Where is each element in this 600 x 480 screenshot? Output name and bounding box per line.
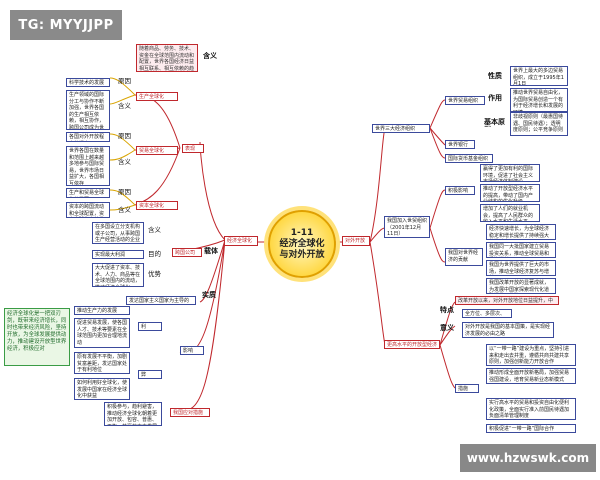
- contribution-3: 我国为世界提供了巨大的市场，推动全球经济复苏与增长: [486, 260, 556, 276]
- con-1: 原有发展不平衡，加剧贫富差距，发达国家处于有利地位: [74, 352, 130, 374]
- impact-node: 影响: [180, 346, 204, 355]
- label-meaning: 含义: [203, 52, 217, 60]
- con-2: 如何利用好全球化，使发展中国家在经济全球化中获益: [74, 378, 130, 400]
- china-contribution: 我国对世界经济的贡献: [445, 248, 483, 266]
- response-node: 我国应对措施: [170, 408, 210, 417]
- label-meaning-2: 含义: [118, 102, 131, 110]
- label-reason-2: 原因: [118, 132, 131, 140]
- label-meaning-4: 含义: [118, 206, 131, 214]
- positive-3: 增加了人们的就业机会，提高了人民群众的收入水平和生活水平: [480, 204, 540, 222]
- feature-top: 改革开放以来，对外开放地位日益提升，中国特色社会主义的鲜明标识: [455, 296, 559, 305]
- china-joins-wto: 我国加入世贸组织（2001年12月11日）: [384, 216, 430, 238]
- globalization-meaning: 随着商品、劳务、技术、资金在全球范围内流动和配置，世界各国经济日益相互联系、相互…: [136, 44, 198, 72]
- tnc-node: 跨国公司: [172, 248, 202, 257]
- label-reason-1: 原因: [118, 77, 131, 85]
- center-line-2: 经济全球化: [279, 238, 325, 249]
- positive-2: 推动了开放型经济水平的提高，带动了国内产业结构的优化升级: [480, 184, 540, 202]
- label-nature: 性质: [488, 72, 502, 80]
- wto-role: 推动世界贸易自由化，为国际贸易创造一个有利于经济增长和发展的环境: [510, 88, 568, 112]
- positive-impact: 积极影响: [445, 186, 475, 195]
- con-node: 弊: [138, 370, 162, 379]
- telegram-badge: TG: MYYJJPP: [10, 10, 122, 40]
- pro-1: 推动生产力的发展: [74, 306, 130, 315]
- imf-node: 国际货币基金组织: [445, 154, 493, 163]
- label-essence: 实质: [202, 291, 216, 299]
- response-detail: 积极参与，趋利避害，推动经济全球化朝着更加开放、包容、普惠、平衡、共赢的方向发展: [104, 402, 162, 426]
- link-right-new: [439, 301, 456, 389]
- side-note: 经济全球化是一把双刃剑，既带来经济增长，同时也带来经济风险，坚持开放，为全球发展…: [4, 308, 70, 366]
- link-right-wto: [429, 99, 446, 159]
- wto-node: 世界贸易组织: [445, 96, 485, 105]
- expression-node: 表现: [182, 144, 204, 153]
- link-left-spine: [177, 141, 226, 413]
- branch-globalization: 经济全球化: [224, 236, 258, 246]
- label-goal: 目的: [148, 250, 161, 258]
- significance-node: 对外开放是我国的基本国策，是实现经济发展的必由之路: [462, 322, 554, 338]
- central-topic: 1-11 经济全球化 与对外开放: [268, 210, 336, 278]
- world-bank: 世界银行: [445, 140, 475, 149]
- label-reason-3: 原因: [118, 188, 131, 196]
- tnc-goal: 实现最大利润: [92, 250, 144, 259]
- tech-development: 科学技术的发展: [66, 78, 110, 87]
- contribution-4: 我国改革开放的显著成就，为发展中国家探索现代化道路提供了借鉴: [486, 278, 556, 294]
- production-globalization: 生产全球化: [136, 92, 178, 101]
- link-right-spine: [369, 127, 386, 346]
- center-line-3: 与对外开放: [279, 249, 325, 260]
- measure-1: 以“一带一路”建设为重点，坚持引进来和走出去并重，遵循共商共建共享原则，加强创新…: [486, 344, 576, 366]
- capital-meaning: 资本的跨国流动和全球配置，资本全球化空前发展: [66, 202, 110, 218]
- contribution-2: 我国同一大批国家建立贸易投资关系，推动全球贸易和投资增长: [486, 242, 556, 258]
- capital-reason: 生产和贸易全球化的需要: [66, 188, 110, 198]
- three-economic-orgs: 世界三大经济组织: [372, 124, 430, 133]
- new-open-economy: 更高水平的开放型经济新体制: [384, 340, 440, 349]
- label-feature: 特点: [440, 306, 454, 314]
- positive-1: 赢得了更加有利的国际环境，促进了社会主义市场经济体制建设: [480, 164, 540, 182]
- center-line-1: 1-11: [290, 227, 314, 238]
- link-expr-gold: [109, 77, 136, 211]
- trade-reason: 各国对外开放程度的提高: [66, 132, 110, 142]
- wto-nature: 世界上最大的多边贸易组织，成立于1995年1月1日: [510, 66, 568, 86]
- trade-meaning: 世界各国在数量和范围上越来越多地参与国际贸易，世界市场日益扩大，各国相互依存: [66, 146, 110, 186]
- globalization-essence: 发达国家主义国家为主导的: [126, 296, 196, 305]
- label-significance: 意义: [440, 324, 454, 332]
- link-right-china: [429, 189, 446, 263]
- measure-2: 推动形成全面开放新格局，加强贸易强国建设，培育贸易新业态新模式: [486, 368, 576, 384]
- label-meaning-5: 含义: [148, 226, 161, 234]
- production-meaning: 生产领域的国际分工与协作不断加强，世界各国的生产相互依赖，相互协作，跨国公司成为…: [66, 90, 110, 130]
- label-carrier: 载体: [204, 247, 218, 255]
- label-principle: 基本原则: [484, 118, 505, 127]
- pro-2: 促进贸易发展，使各国人才、技术等要素在全球范围内更加合理地流动: [74, 318, 130, 348]
- tnc-meaning: 在多国设立分支机构或子公司，从事跨国生产经营活动的企业: [92, 222, 144, 244]
- pro-node: 利: [138, 322, 162, 331]
- feature-1: 全方位、多层次、宽领域: [462, 309, 512, 318]
- capital-globalization: 资本全球化: [136, 201, 178, 210]
- branch-opening-up: 对外开放: [342, 236, 370, 246]
- tnc-advantage: 大大促进了资本、技术、人力、商品等在全球范围内的流动，推动经济全球化: [92, 263, 144, 287]
- wto-principle: 非歧视原则（最惠国待遇、国民待遇）；透明度原则；公平竞争原则: [510, 112, 568, 136]
- trade-globalization: 贸易全球化: [136, 146, 178, 155]
- label-role: 作用: [488, 94, 502, 102]
- watermark: www.hzwswk.com: [460, 444, 596, 472]
- label-advantage: 优势: [148, 270, 161, 278]
- measure-3: 实行高水平的贸易和投资自由化便利化政策，全面实行准入前国民待遇加负面清单管理制度: [486, 398, 576, 420]
- contribution-1: 经济快速增长，为全球经济稳定和增长提供了持续强大的推动力: [486, 224, 556, 240]
- label-measures: 措施: [455, 384, 479, 393]
- label-meaning-3: 含义: [118, 158, 131, 166]
- measure-4: 积极促进“一带一路”国际合作: [486, 424, 576, 433]
